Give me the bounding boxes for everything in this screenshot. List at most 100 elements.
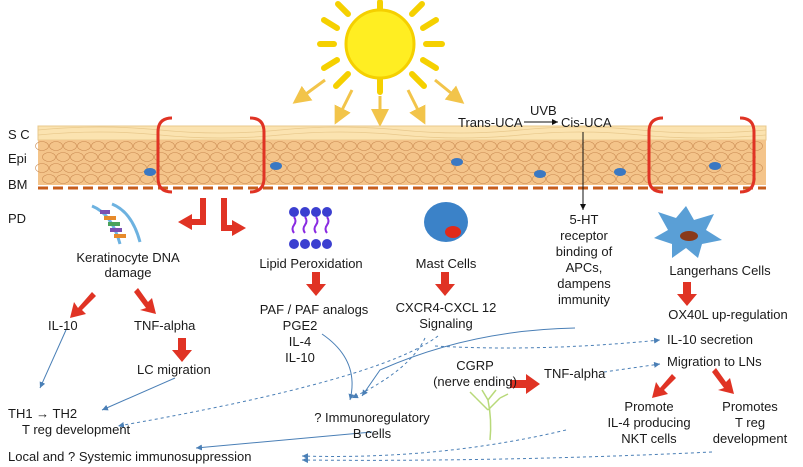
tnf-alpha-right: TNF-alpha: [544, 366, 606, 381]
epidermis-cell: [553, 141, 567, 151]
epidermis-cell: [266, 174, 280, 184]
epidermis-cell: [175, 141, 189, 151]
langerhans-cells: Langerhans Cells: [669, 263, 771, 278]
dna-icon: [91, 202, 142, 245]
epidermis-cell: [182, 152, 196, 162]
epidermis-cell: [490, 152, 504, 162]
epidermis-cell: [735, 163, 749, 173]
epidermis-cell: [133, 163, 147, 173]
epidermis-cell: [70, 152, 84, 162]
epidermis-cell: [175, 163, 189, 173]
epidermis-cell: [742, 174, 756, 184]
epidermis-cell: [413, 141, 427, 151]
epidermis-cell: [196, 152, 210, 162]
promote-nkt-cells: Promote IL-4 producing NKT cells: [607, 399, 691, 446]
epidermis-cell: [623, 141, 637, 151]
epidermis-cell: [392, 152, 406, 162]
epidermis-cell: [98, 152, 112, 162]
epidermis-cell: [364, 174, 378, 184]
lipid-bilayer-icon: [289, 207, 332, 249]
lipid-peroxidation: Lipid Peroxidation: [259, 256, 363, 271]
layer-label-sc: S C: [8, 127, 30, 142]
epidermis-cell: [658, 152, 672, 162]
immunoregulatory-b-cells: ? Immunoregulatory B cells: [314, 410, 430, 441]
epidermis-cell: [63, 141, 77, 151]
red-arrowhead-right: [232, 220, 246, 236]
epidermis-cell: [700, 152, 714, 162]
il10-left: IL-10: [48, 318, 78, 333]
epidermis-cell: [308, 152, 322, 162]
epidermis-cell: [525, 141, 539, 151]
epidermis-cell: [483, 163, 497, 173]
epidermis-cell: [462, 152, 476, 162]
red-arrowhead-left: [178, 214, 192, 230]
epidermis-cell: [196, 174, 210, 184]
epidermis-cell: [49, 163, 63, 173]
paf-analogs: PAF / PAF analogs: [259, 302, 369, 317]
epidermis-cell: [231, 141, 245, 151]
epidermis-cell: [315, 141, 329, 151]
epidermis-cell: [105, 141, 119, 151]
epidermis-cell: [329, 163, 343, 173]
epidermis-cell: [203, 141, 217, 151]
epidermis-cell: [749, 141, 763, 151]
layer-label-bm: BM: [8, 177, 28, 192]
epidermis-cell: [504, 152, 518, 162]
epidermis-cell: [280, 152, 294, 162]
epidermis-cell: [693, 163, 707, 173]
ox40l-upregulation: OX40L up-regulation: [668, 307, 788, 322]
epidermis-cell: [602, 152, 616, 162]
5ht-receptor-binding: 5-HT receptor binding of APCs, dampens i…: [555, 212, 613, 307]
epidermis-cell: [70, 174, 84, 184]
epidermis-cell: [679, 163, 693, 173]
epidermis-cell: [588, 174, 602, 184]
epidermis-cell: [343, 163, 357, 173]
keratinocyte-dna-damage: Keratinocyte DNA damage: [76, 250, 180, 280]
epidermis-cell: [595, 163, 609, 173]
epidermis-cell: [336, 152, 350, 162]
epidermis-cell: [497, 163, 511, 173]
epidermis-cell: [728, 174, 742, 184]
epidermis-cell: [609, 141, 623, 151]
paf-products: PGE2 IL-4 IL-10: [282, 318, 318, 365]
layer-label-pd: PD: [8, 211, 27, 226]
epidermis-cell: [455, 141, 469, 151]
epidermis-cell: [511, 163, 525, 173]
epidermis-cell: [168, 152, 182, 162]
epidermis-cell: [665, 163, 679, 173]
mast-cells: Mast Cells: [415, 256, 477, 271]
epidermis-cell: [469, 141, 483, 151]
epidermis-cell: [126, 152, 140, 162]
epidermis-cell: [112, 174, 126, 184]
epidermis-cell: [210, 152, 224, 162]
epidermis-cell: [693, 141, 707, 151]
epidermis-cell: [749, 163, 763, 173]
epidermis-cell: [441, 163, 455, 173]
epidermis-cell: [728, 152, 742, 162]
epidermis-cell: [133, 141, 147, 151]
epidermis-cell: [357, 141, 371, 151]
epidermis-cell: [217, 163, 231, 173]
epidermis-cell: [567, 163, 581, 173]
epidermis-cell: [546, 174, 560, 184]
epidermis-cell: [602, 174, 616, 184]
trans-uca-label: Trans-UCA: [458, 115, 523, 130]
sun-icon: [317, 0, 445, 95]
epidermis-cell: [623, 163, 637, 173]
epidermis-cell: [630, 174, 644, 184]
epidermis-cell: [98, 174, 112, 184]
epidermis-cell: [644, 152, 658, 162]
skin-section: [35, 125, 767, 190]
epidermis-cell: [147, 141, 161, 151]
epidermis-cell: [364, 152, 378, 162]
epidermis-cell: [322, 152, 336, 162]
epidermis-cell: [231, 163, 245, 173]
epidermis-cell: [56, 152, 70, 162]
epidermis-cell: [273, 141, 287, 151]
epidermis-cell: [413, 163, 427, 173]
epidermis-cell: [406, 152, 420, 162]
epidermis-cell: [245, 163, 259, 173]
epidermis-cell: [539, 163, 553, 173]
epidermis-cell: [658, 174, 672, 184]
lc-migration: LC migration: [137, 362, 211, 377]
